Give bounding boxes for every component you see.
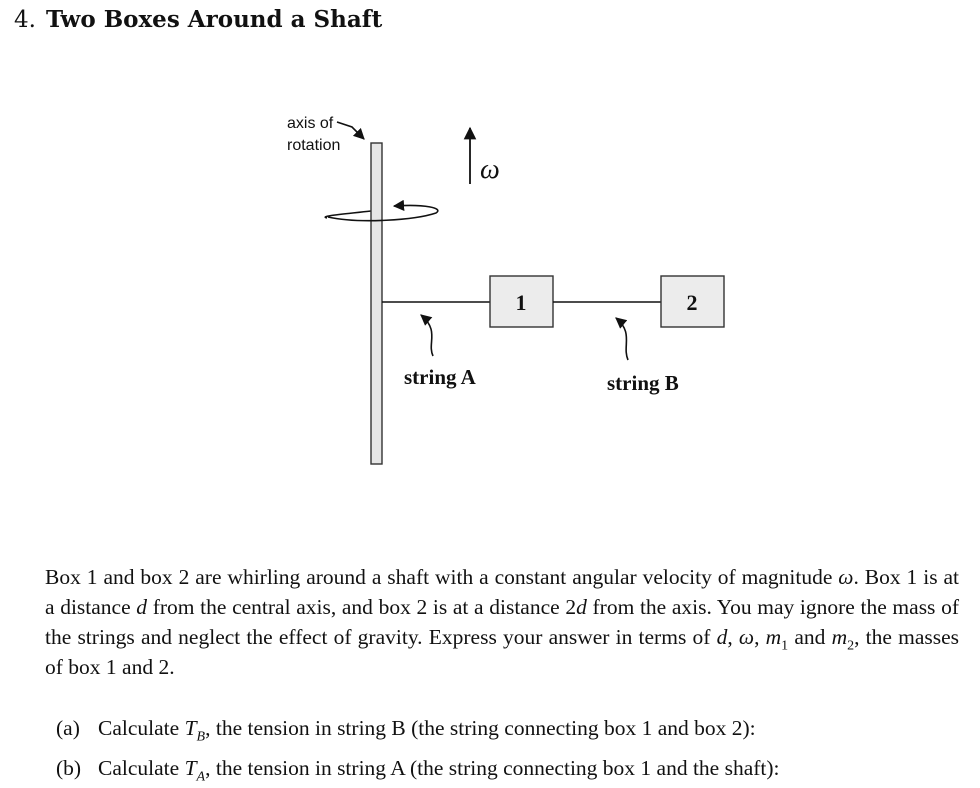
- omega-label: ω: [480, 154, 500, 185]
- rotation-arrow-back: [324, 210, 372, 219]
- string-a-label: string A: [404, 365, 477, 389]
- statement-text: . Box 1 is at a distance: [45, 565, 960, 619]
- axis-label-line1: axis of: [287, 115, 334, 132]
- part-a: (a) Calculate TB, the tension in string B…: [56, 708, 780, 748]
- box-1-label: 1: [516, 290, 527, 315]
- symbol-tension-subscript: A: [196, 769, 206, 785]
- symbol-m2: m: [831, 625, 848, 649]
- problem-title: Two Boxes Around a Shaft: [45, 6, 383, 33]
- string-b-pointer-arrow: [615, 317, 629, 361]
- statement-text: and: [788, 625, 832, 649]
- part-a-text: Calculate: [98, 716, 185, 740]
- symbol-d: d: [576, 595, 587, 619]
- statement-text: ,: [727, 625, 739, 649]
- string-a-pointer-arrow: [420, 314, 434, 357]
- figure-diagram: axis of rotation ω 1 2 string A string B: [287, 115, 725, 465]
- symbol-d: d: [136, 595, 148, 619]
- axis-pointer-arrow: [336, 121, 365, 140]
- symbol-tension-subscript: B: [196, 729, 206, 745]
- axis-label-line2: rotation: [287, 137, 340, 154]
- symbol-m1-subscript: 1: [781, 638, 789, 654]
- symbol-tension: T: [184, 756, 197, 780]
- symbol-omega: ω: [838, 565, 854, 589]
- box-2-label: 2: [687, 290, 698, 315]
- part-b-marker: (b): [56, 756, 82, 780]
- statement-text: , the masses of box 1 and 2.: [45, 625, 960, 679]
- part-b: (b) Calculate TA, the tension in string A…: [56, 748, 780, 788]
- box-2: [660, 275, 725, 328]
- symbol-d: d: [716, 625, 728, 649]
- question-parts: (a) Calculate TB, the tension in string B…: [56, 708, 780, 788]
- rotation-arrow-front: [327, 199, 439, 222]
- statement-text: ,: [754, 625, 766, 649]
- statement-text: Box 1 and box 2 are whirling around a sh…: [45, 565, 839, 589]
- part-b-text: , the tension in string A (the string co…: [205, 756, 780, 780]
- part-b-text: Calculate: [98, 756, 185, 780]
- symbol-m2-subscript: 2: [847, 638, 855, 654]
- part-a-marker: (a): [56, 716, 80, 740]
- symbol-tension: T: [184, 716, 197, 740]
- symbol-omega: ω: [738, 625, 755, 649]
- problem-number: 4.: [14, 7, 36, 33]
- problem-heading: 4. Two Boxes Around a Shaft: [14, 6, 382, 34]
- statement-text: from the axis. You may ignore the mass o…: [45, 595, 959, 649]
- problem-statement: Box 1 and box 2 are whirling around a sh…: [45, 562, 959, 682]
- shaft: [370, 142, 383, 465]
- statement-text: from the central axis, and box 2 is at a…: [147, 595, 577, 619]
- part-a-text: , the tension in string B (the string co…: [205, 716, 756, 740]
- symbol-m1: m: [765, 625, 782, 649]
- string-b-label: string B: [607, 371, 679, 395]
